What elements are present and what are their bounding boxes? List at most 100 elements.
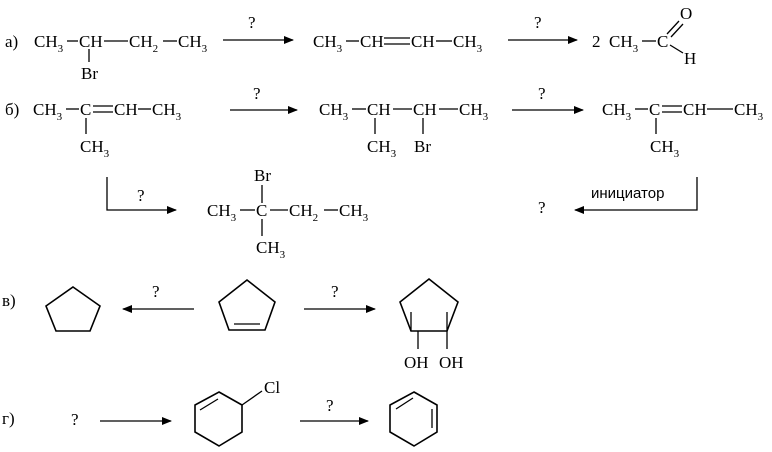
arrow-b3: ?: [106, 177, 177, 214]
ch3-group: CH: [33, 100, 57, 119]
svg-text:CH3: CH3: [453, 32, 483, 55]
2-bromobutane: CH3 CH Br CH2 CH3: [34, 32, 208, 83]
ch3-group: CH: [34, 32, 58, 51]
ch3-group: CH: [256, 238, 280, 257]
initiator-label: инициатор: [591, 185, 664, 202]
double-bond: [395, 397, 414, 410]
ch3-group: CH: [459, 100, 483, 119]
svg-text:CH3: CH3: [178, 32, 208, 55]
arrow-c1: ?: [122, 282, 194, 313]
svg-text:CH3: CH3: [34, 32, 64, 55]
cyclopentane-diol: OH OH: [399, 277, 464, 372]
ch3-group: CH: [319, 100, 343, 119]
c-atom: C: [649, 100, 660, 119]
cl-atom: Cl: [264, 378, 280, 397]
o-atom: O: [680, 4, 692, 23]
arrow-a2: ?: [508, 13, 578, 44]
arrow-question: ?: [534, 13, 542, 32]
ch3-group: CH: [313, 32, 337, 51]
cyclohexadiene-ring: [389, 391, 438, 447]
ch2-group: CH: [129, 32, 153, 51]
ch3-group: CH: [734, 100, 758, 119]
ch3-group: CH: [609, 32, 633, 51]
svg-text:CH3: CH3: [313, 32, 343, 55]
oh-group: OH: [439, 353, 464, 372]
2-methylbut-2-ene-product: CH3 C CH CH3 CH3: [602, 100, 764, 160]
br-atom: Br: [254, 166, 271, 185]
coefficient: 2: [592, 32, 601, 51]
row-c: в) ? ? OH OH: [2, 277, 464, 372]
br-atom: Br: [414, 137, 431, 156]
ch3-group: CH: [80, 137, 104, 156]
2-methylbut-2-ene-start: CH3 C CH CH3 CH3: [33, 100, 182, 160]
row-b-label: б): [5, 100, 19, 119]
svg-text:CH3: CH3: [609, 32, 639, 55]
cyclopentene-ring: [218, 278, 276, 331]
c-atom: C: [256, 201, 267, 220]
svg-text:CH2: CH2: [289, 201, 318, 224]
ch3-group: CH: [152, 100, 176, 119]
cyclopentane-ring: [45, 286, 101, 332]
2-bromo-2-methylbutane: Br CH3 C CH2 CH3 CH3: [207, 166, 369, 261]
h-atom: H: [684, 49, 696, 68]
arrow-question: ?: [152, 282, 160, 301]
row-a-label: а): [5, 32, 18, 51]
chlorocyclohexene-ring: Cl: [194, 378, 280, 447]
arrow-question: ?: [137, 186, 145, 205]
arrow-question: ?: [538, 84, 546, 103]
svg-text:CH3: CH3: [80, 137, 110, 160]
acetaldehyde: 2 CH3 C O H: [592, 4, 696, 68]
svg-text:CH3: CH3: [339, 201, 369, 224]
arrow-b2: ?: [512, 84, 584, 114]
arrow-question: ?: [326, 396, 334, 415]
ch3-group: CH: [339, 201, 363, 220]
svg-text:CH3: CH3: [152, 100, 182, 123]
svg-text:CH3: CH3: [734, 100, 764, 123]
arrow-question: ?: [331, 282, 339, 301]
ch-group: CH: [360, 32, 384, 51]
ch3-group: CH: [367, 137, 391, 156]
svg-text:CH3: CH3: [650, 137, 680, 160]
c-atom: C: [657, 32, 668, 51]
2-bromo-3-methylbutane: CH3 CH CH CH3 CH3 Br: [319, 100, 489, 160]
arrow-question: ?: [248, 13, 256, 32]
ch-group: CH: [367, 100, 391, 119]
unknown-product: ?: [538, 198, 546, 217]
ch3-group: CH: [178, 32, 202, 51]
arrow-a1: ?: [223, 13, 294, 44]
svg-text:CH2: CH2: [129, 32, 158, 55]
ch-group: CH: [683, 100, 707, 119]
svg-text:CH3: CH3: [33, 100, 63, 123]
br-atom: Br: [81, 64, 98, 83]
svg-text:CH3: CH3: [256, 238, 286, 261]
row-d-label: г): [2, 409, 15, 428]
but-2-ene: CH3 CH CH CH3: [313, 32, 483, 55]
row-a: а) CH3 CH Br CH2 CH3 ? CH3 CH CH CH3: [5, 4, 696, 83]
arrow-c2: ?: [304, 282, 376, 313]
arrow-question: ?: [253, 84, 261, 103]
oh-group: OH: [404, 353, 429, 372]
svg-text:CH3: CH3: [207, 201, 237, 224]
ch3-group: CH: [650, 137, 674, 156]
arrow-b4: инициатор: [574, 177, 698, 214]
svg-text:CH3: CH3: [602, 100, 632, 123]
arrow-b1: ?: [230, 84, 298, 114]
ch-group: CH: [413, 100, 437, 119]
svg-text:CH3: CH3: [367, 137, 397, 160]
ch2-group: CH: [289, 201, 313, 220]
row-c-label: в): [2, 291, 16, 310]
ch3-group: CH: [453, 32, 477, 51]
svg-text:CH3: CH3: [459, 100, 489, 123]
svg-text:CH3: CH3: [319, 100, 349, 123]
ch-group: CH: [411, 32, 435, 51]
ch-group: CH: [79, 32, 103, 51]
double-bond: [199, 398, 219, 411]
unknown-reactant: ?: [71, 410, 79, 429]
ch-group: CH: [114, 100, 138, 119]
row-d: г) ? Cl ?: [2, 378, 438, 447]
row-b: б) CH3 C CH CH3 CH3 ? CH3 CH CH CH3: [5, 84, 764, 261]
c-atom: C: [80, 100, 91, 119]
ch3-group: CH: [602, 100, 626, 119]
